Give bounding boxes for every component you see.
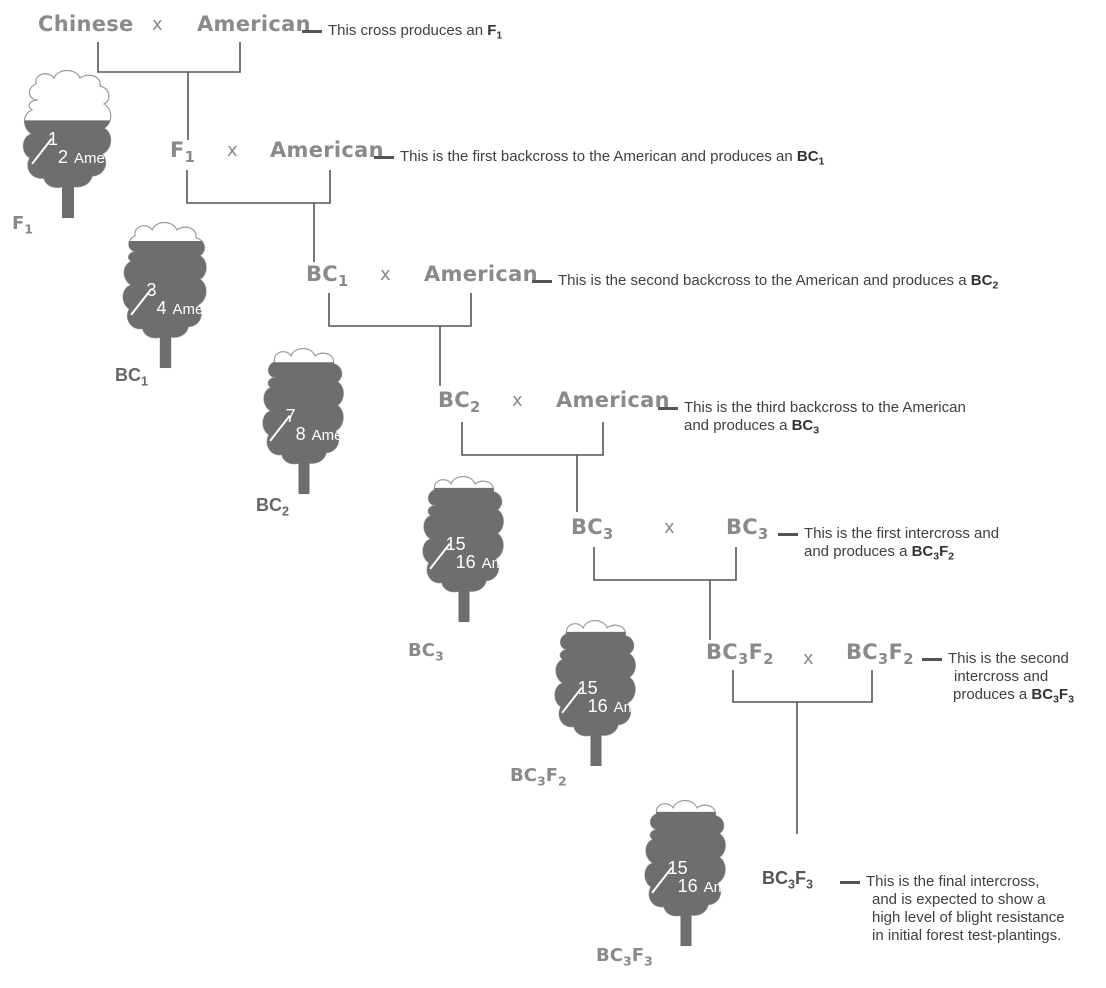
bracket-2	[186, 170, 331, 204]
cross-1-left: Chinese	[38, 12, 134, 36]
bracket-6	[732, 670, 873, 703]
cross-2-left: F1	[170, 138, 196, 167]
cross-6-x: x	[803, 648, 814, 669]
bracket-3	[328, 293, 472, 327]
cross-1-note: This cross produces an F1	[300, 22, 502, 45]
bracket-5	[593, 547, 737, 581]
tree-caption: BC3F3	[596, 945, 653, 969]
tree-icon	[262, 348, 344, 495]
tree-caption: F1	[12, 213, 34, 237]
tree-icon	[22, 70, 112, 218]
tree-caption: BC3F2	[510, 765, 567, 789]
bracket-4	[461, 422, 604, 456]
tree-caption: BC1	[115, 365, 149, 389]
cross-6-left: BC3F2	[706, 640, 774, 669]
cross-5-left: BC3	[571, 515, 614, 544]
cross-4-note: This is the third backcross to the Ameri…	[656, 399, 966, 440]
final-label: BC3F3	[762, 868, 814, 892]
cross-5-x: x	[664, 517, 675, 538]
cross-6-right: BC3F2	[846, 640, 914, 669]
cross-1-right: American	[197, 12, 311, 36]
cross-4-left: BC2	[438, 388, 481, 417]
bracket-1	[97, 42, 241, 73]
tree-icon	[122, 222, 207, 369]
cross-1-x: x	[152, 14, 163, 35]
tree-caption: BC2	[256, 495, 290, 519]
cross-3-note: This is the second backcross to the Amer…	[530, 272, 998, 295]
tree-icon	[644, 800, 726, 947]
cross-4-x: x	[512, 390, 523, 411]
cross-2-right: American	[270, 138, 384, 162]
cross-3-left: BC1	[306, 262, 349, 291]
final-note: This is the final intercross, and is exp…	[838, 873, 1065, 945]
cross-3-right: American	[424, 262, 538, 286]
tree-caption: BC3	[408, 640, 444, 664]
tree-icon	[422, 476, 504, 623]
cross-3-x: x	[380, 264, 391, 285]
cross-2-x: x	[227, 140, 238, 161]
cross-2-note: This is the first backcross to the Ameri…	[372, 148, 824, 171]
cross-4-right: American	[556, 388, 670, 412]
cross-5-right: BC3	[726, 515, 769, 544]
tree-icon	[554, 620, 636, 767]
